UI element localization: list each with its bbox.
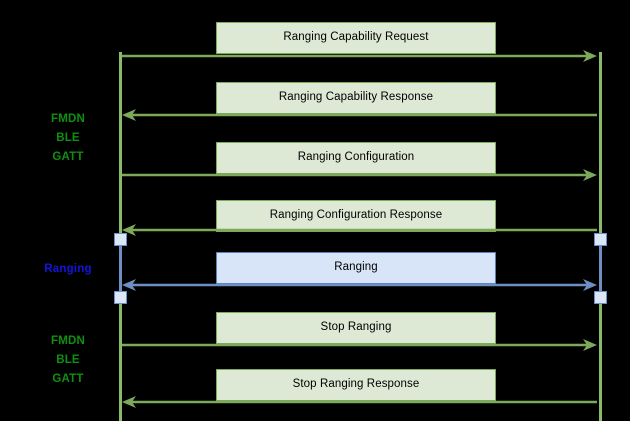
message-label: Ranging: [334, 261, 378, 274]
phase-label: FMDN BLE GATT: [50, 113, 85, 163]
phase-label: FMDN BLE GATT: [50, 335, 85, 385]
message-box: Ranging: [216, 252, 496, 284]
message-label: Stop Ranging: [320, 321, 392, 334]
right-lifeline-ranging-segment: [599, 239, 602, 297]
message-box: Ranging Capability Request: [216, 22, 496, 54]
left-lifeline-upper: [119, 52, 122, 239]
message-arrow: [120, 48, 600, 64]
right-activation-marker-end: [593, 290, 607, 304]
message-box: Ranging Configuration: [216, 142, 496, 174]
right-activation-marker-start: [593, 232, 607, 246]
message-arrow: [120, 167, 600, 183]
message-label: Ranging Capability Response: [278, 91, 434, 104]
right-lifeline-lower: [599, 297, 602, 421]
left-activation-marker-end: [113, 290, 127, 304]
message-arrow: [120, 107, 600, 123]
message-box: Stop Ranging: [216, 312, 496, 344]
left-lifeline-lower: [119, 297, 122, 421]
left-activation-marker-start: [113, 232, 127, 246]
message-label: Ranging Configuration: [297, 151, 415, 164]
message-arrow: [120, 277, 600, 293]
message-box: Ranging Capability Response: [216, 82, 496, 114]
message-arrow: [120, 222, 600, 238]
phase-label: Ranging: [44, 263, 92, 275]
message-label: Ranging Configuration Response: [269, 209, 443, 222]
left-lifeline-ranging-segment: [119, 239, 122, 297]
message-arrow: [120, 394, 600, 410]
message-box: Ranging Configuration Response: [216, 200, 496, 232]
message-box: Stop Ranging Response: [216, 369, 496, 401]
message-label: Stop Ranging Response: [292, 378, 420, 391]
message-label: Ranging Capability Request: [283, 31, 429, 44]
message-arrow: [120, 337, 600, 353]
right-lifeline-upper: [599, 52, 602, 239]
